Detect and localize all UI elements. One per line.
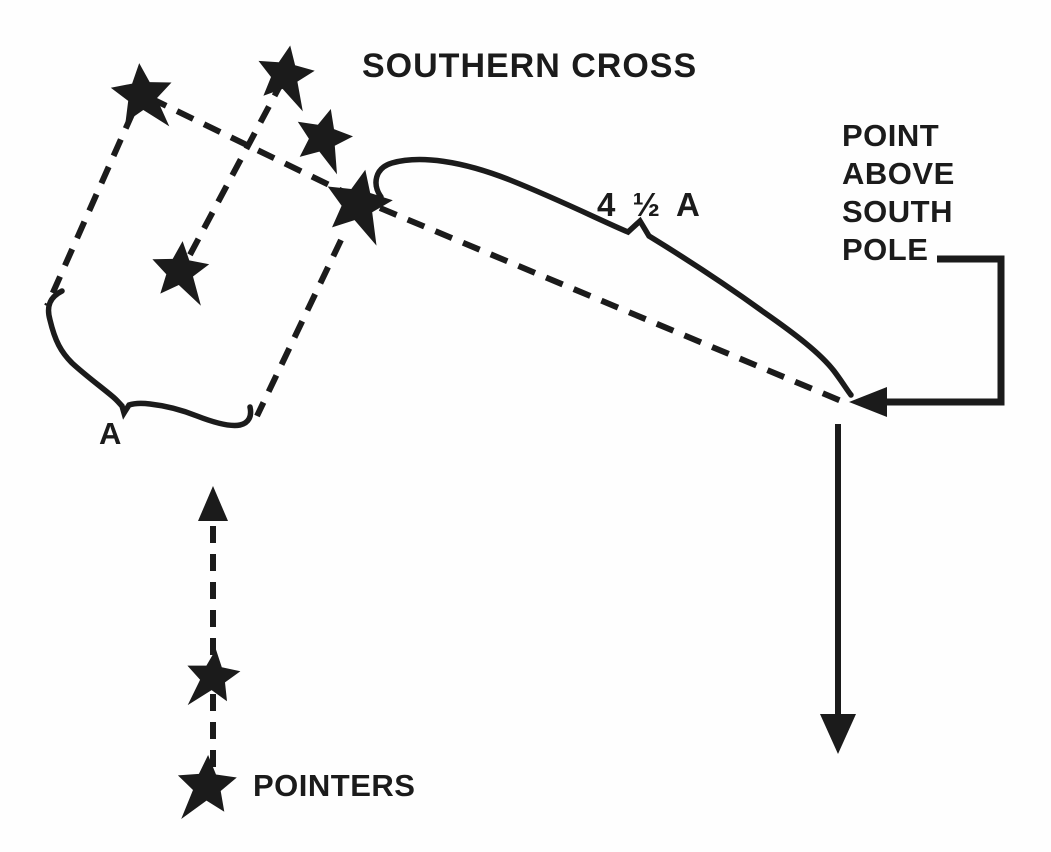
pointers-direction-arrowhead [198, 486, 228, 521]
crux-star-inner-left [152, 241, 210, 306]
parallel-guide-line-right [254, 238, 344, 418]
pole-point-label-line4: POLE [842, 232, 929, 267]
pole-callout-arrowhead [849, 387, 887, 417]
extension-length-label: 4 ½ A [597, 186, 701, 223]
pointer-star-upper [187, 649, 241, 706]
crux-star-top-left [110, 63, 172, 127]
pole-point-label-line1: POINT [842, 118, 940, 153]
extension-length-brace [373, 156, 854, 398]
pointers-label: POINTERS [253, 768, 416, 803]
south-pole-drop-arrowhead [820, 714, 856, 754]
pole-point-label: POINT ABOVE SOUTH POLE [842, 117, 955, 269]
pole-point-label-line3: SOUTH [842, 194, 953, 229]
crux-star-middle [297, 109, 353, 175]
parallel-guide-line-left [44, 110, 136, 308]
title-label: SOUTHERN CROSS [362, 47, 698, 85]
pole-point-label-line2: ABOVE [842, 156, 955, 191]
crux-short-axis-line [181, 78, 286, 268]
axis-length-label: A [99, 416, 122, 451]
pointer-star-lower [177, 755, 237, 819]
crux-long-axis-extension-line [378, 205, 848, 406]
crux-long-axis-line [148, 95, 354, 199]
pole-callout-line [868, 255, 1005, 406]
stars-layer [110, 45, 393, 819]
crux-star-top [258, 45, 315, 112]
axis-length-brace [45, 288, 254, 429]
crux-star-bottom [327, 169, 393, 246]
